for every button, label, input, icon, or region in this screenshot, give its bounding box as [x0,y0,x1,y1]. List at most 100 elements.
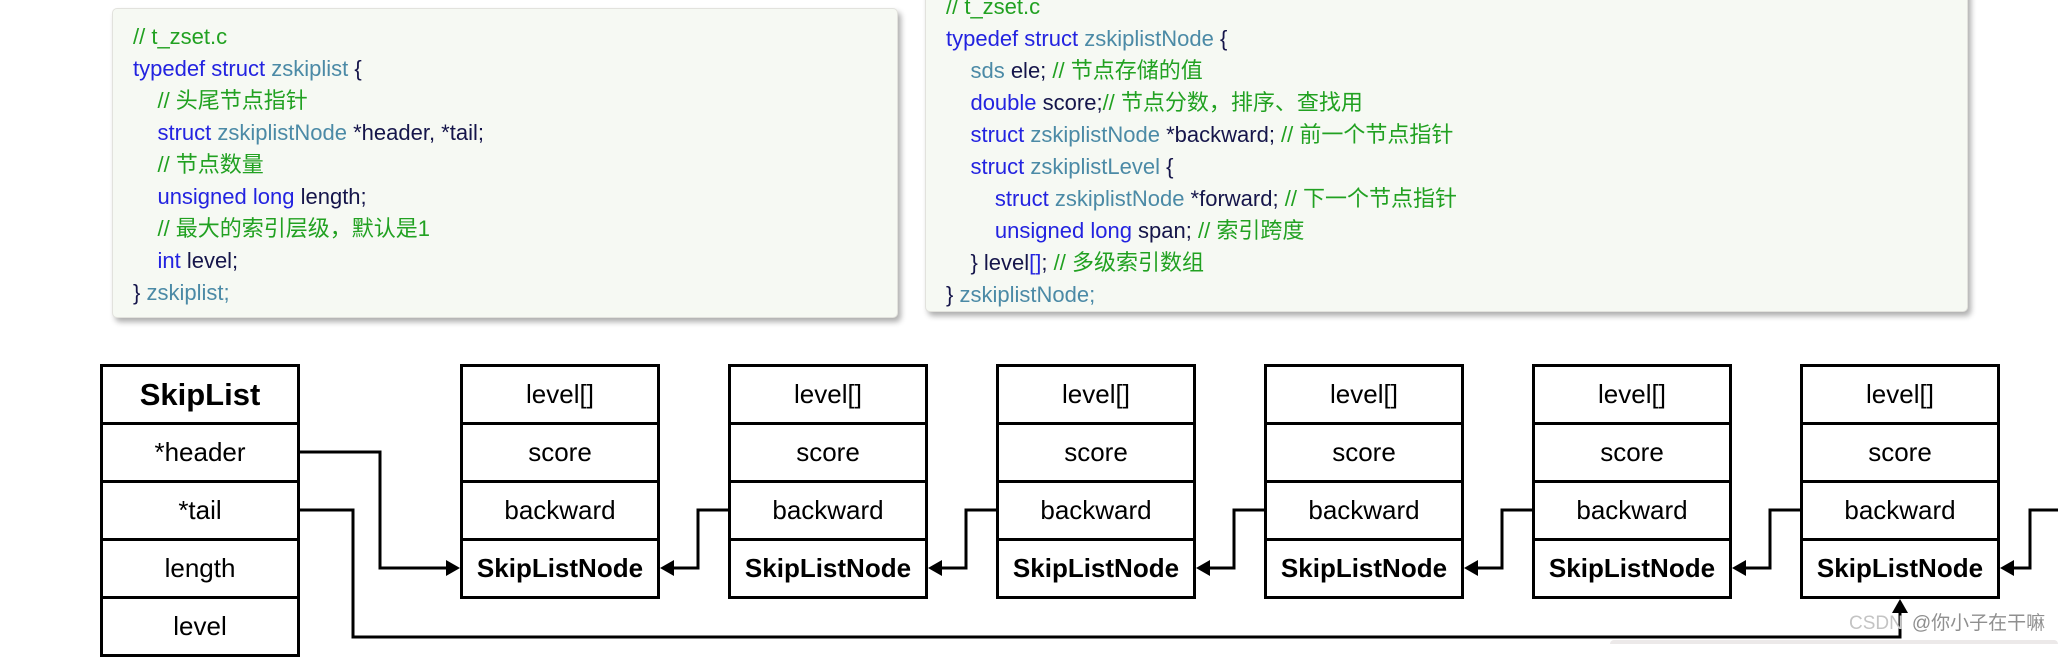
code-line: // t_zset.c [133,21,877,53]
code-token: zskiplistNode [1054,186,1185,211]
code-token: unsigned [994,218,1085,243]
code-token: struct [970,122,1025,147]
code-token [133,88,157,113]
code-token: // 头尾节点指针 [157,88,308,113]
skiplist-field-header: *header [103,425,297,483]
code-line: struct zskiplistNode *header, *tail; [133,117,877,149]
code-token: { [1213,26,1228,51]
node-label: SkipListNode [1280,553,1448,583]
skiplist-box-title: SkipList [103,367,297,425]
node-field-score: score [463,425,657,483]
code-token: // 节点存储的值 [1052,58,1203,83]
code-token: { [1159,154,1174,179]
code-line: unsigned long length; [133,181,877,213]
code-token: struct [211,56,266,81]
node-field-backward: backward [731,483,925,541]
skiplist-field-tail: *tail [103,483,297,541]
node-field-backward: backward [463,483,657,541]
code-token: ; [1041,250,1054,275]
code-line: unsigned long span; // 索引跨度 [946,215,1947,247]
code-line: } level[]; // 多级索引数组 [946,247,1947,279]
backward-arrow-offscreen [2000,508,2058,576]
code-token: zskiplistNode [217,120,347,145]
skiplist-field-level: level [173,611,227,641]
code-token [133,120,157,145]
code-line: int level; [133,245,877,277]
node-field-level: level[] [463,367,657,425]
code-token: double [970,90,1037,115]
node-field-backward: backward [1267,483,1461,541]
node-label: SkipListNode [1012,553,1180,583]
code-token: struct [157,120,212,145]
backward-arrow-4 [1196,508,1264,576]
code-token: score; [1036,90,1103,115]
code-token: [] [1029,250,1042,275]
code-token: level; [180,248,239,273]
code-token: struct [994,186,1049,211]
code-token: // 前一个节点指针 [1281,122,1454,147]
code-line: typedef struct zskiplistNode { [946,23,1947,55]
skiplist-box: SkipList *header *tail length level [100,364,300,657]
code-token [946,90,970,115]
code-token: unsigned [157,184,247,209]
code-token: } [946,282,960,307]
code-line: struct zskiplistNode *forward; // 下一个节点指… [946,183,1947,215]
code-token: // 节点分数，排序、查找用 [1102,90,1363,115]
code-line: struct zskiplistLevel { [946,151,1947,183]
node-field-score: score [1803,425,1997,483]
code-line: struct zskiplistNode *backward; // 前一个节点… [946,119,1947,151]
node-field-level: level[] [999,367,1193,425]
code-token: zskiplist [271,56,349,81]
code-token [133,184,157,209]
code-token: span; [1131,218,1198,243]
next-card-edge [1610,640,2058,644]
code-token [946,218,995,243]
node-label: SkipListNode [1816,553,1984,583]
code-line: // 头尾节点指针 [133,85,877,117]
code-token: long [1090,218,1132,243]
csdn-watermark: CSDN @你小子在干嘛 [1849,611,2045,637]
code-token: // t_zset.c [946,0,1041,19]
code-token: // t_zset.c [133,24,228,49]
node-field-level: level[] [1267,367,1461,425]
code-token: // 多级索引数组 [1053,250,1204,275]
code-token: { [348,56,362,81]
watermark-handle: @你小子在干嘛 [1911,613,2046,634]
code-line: } zskiplist; [133,277,877,309]
code-token [946,58,970,83]
node-field-level: level[] [731,367,925,425]
code-line: // t_zset.c [946,0,1947,23]
node-field-score: score [731,425,925,483]
backward-arrow-3 [928,508,996,576]
skiplist-field-length: length [103,541,297,599]
node-field-score: score [999,425,1193,483]
watermark-site: CSDN [1849,613,1903,634]
node-label: SkipListNode [744,553,912,583]
code-token: // 索引跨度 [1197,218,1305,243]
code-token: long [252,184,295,209]
node-field-level: level[] [1803,367,1997,425]
code-token: *header, *tail; [346,120,484,145]
node-field-level: level[] [1535,367,1729,425]
code-token [946,186,995,211]
code-token: } [133,280,147,305]
code-line: sds ele; // 节点存储的值 [946,55,1947,87]
code-token [946,154,970,179]
code-line: // 节点数量 [133,149,877,181]
code-token: // 最大的索引层级，默认是1 [157,216,431,241]
node-label: SkipListNode [1548,553,1716,583]
node-field-score: score [1267,425,1461,483]
node-field-backward: backward [999,483,1193,541]
code-token: *forward; [1184,186,1285,211]
code-token: struct [1024,26,1079,51]
backward-arrow-6 [1732,508,1800,576]
code-line: typedef struct zskiplist { [133,53,877,85]
